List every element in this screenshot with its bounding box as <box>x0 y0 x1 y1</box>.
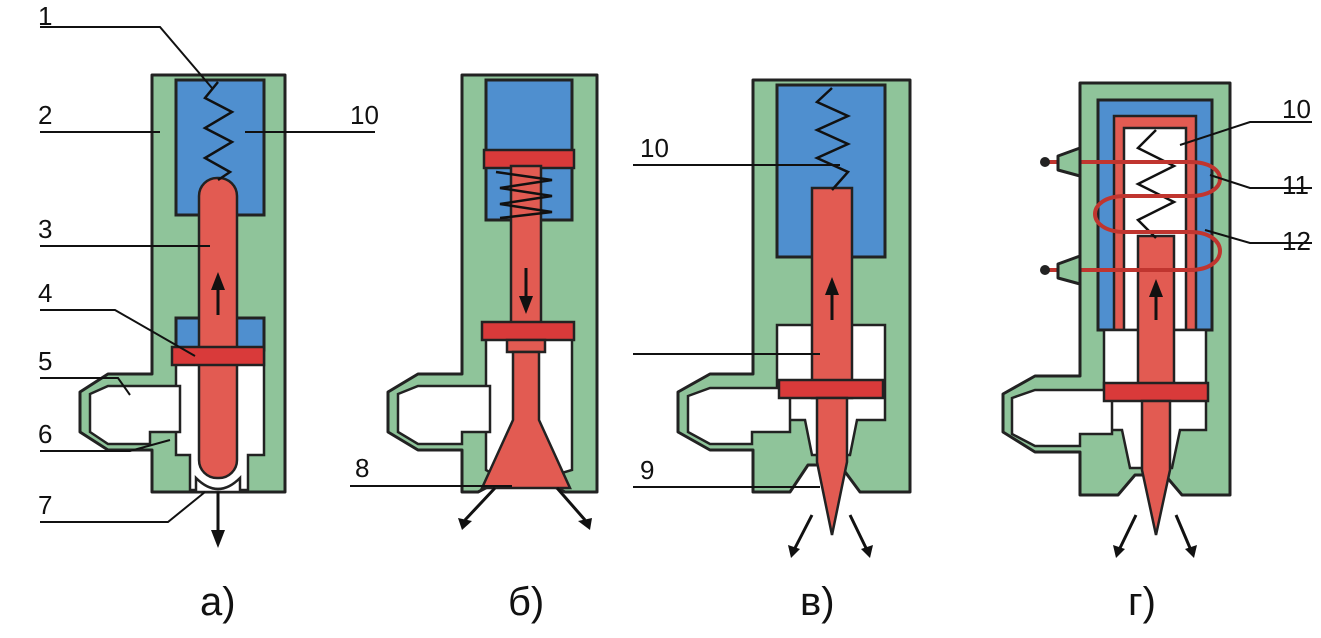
label-8: 8 <box>355 453 369 483</box>
terminal-bottom-g <box>1056 254 1082 286</box>
seal-a <box>170 345 266 367</box>
spring-b <box>495 170 553 220</box>
terminal-dot-bottom <box>1040 265 1050 275</box>
terminal-dot-top <box>1040 157 1050 167</box>
label-3: 3 <box>38 214 52 244</box>
panel-b: 8 б) <box>350 73 599 624</box>
label-2: 2 <box>38 100 52 130</box>
seat-a <box>194 474 242 494</box>
label-10-v: 10 <box>640 133 669 163</box>
inlet-b <box>396 384 492 446</box>
needle-g <box>1140 399 1172 536</box>
inlet-g <box>1010 388 1114 448</box>
seal-v <box>777 378 885 400</box>
seal-g <box>1102 381 1210 403</box>
cone-b <box>480 350 572 490</box>
label-1: 1 <box>38 1 52 31</box>
label-5: 5 <box>38 346 52 376</box>
panel-g: 10 11 12 г) <box>1001 81 1312 624</box>
label-9: 9 <box>640 455 654 485</box>
caption-a: а) <box>200 580 236 624</box>
caption-g: г) <box>1128 580 1156 624</box>
collar-b <box>505 338 547 354</box>
inlet-a <box>88 384 182 446</box>
needle-v <box>815 396 849 536</box>
seal-b <box>480 320 576 342</box>
spring-v <box>813 87 852 191</box>
label-10-a: 10 <box>350 100 379 130</box>
spring-a <box>202 81 235 182</box>
label-10-g: 10 <box>1282 94 1311 124</box>
label-12: 12 <box>1282 226 1311 256</box>
label-7: 7 <box>38 490 52 520</box>
plunger-a <box>197 176 239 480</box>
label-4: 4 <box>38 278 52 308</box>
spring-g <box>1135 129 1177 239</box>
label-11: 11 <box>1282 170 1309 200</box>
caption-v: в) <box>800 580 835 624</box>
caption-b: б) <box>508 580 544 624</box>
panel-v: 10 9 в) <box>633 78 912 624</box>
label-6: 6 <box>38 419 52 449</box>
panel-a: 1 2 10 3 4 5 6 7 а) <box>38 1 379 624</box>
inlet-v <box>686 386 792 446</box>
terminal-top-g <box>1056 146 1082 178</box>
